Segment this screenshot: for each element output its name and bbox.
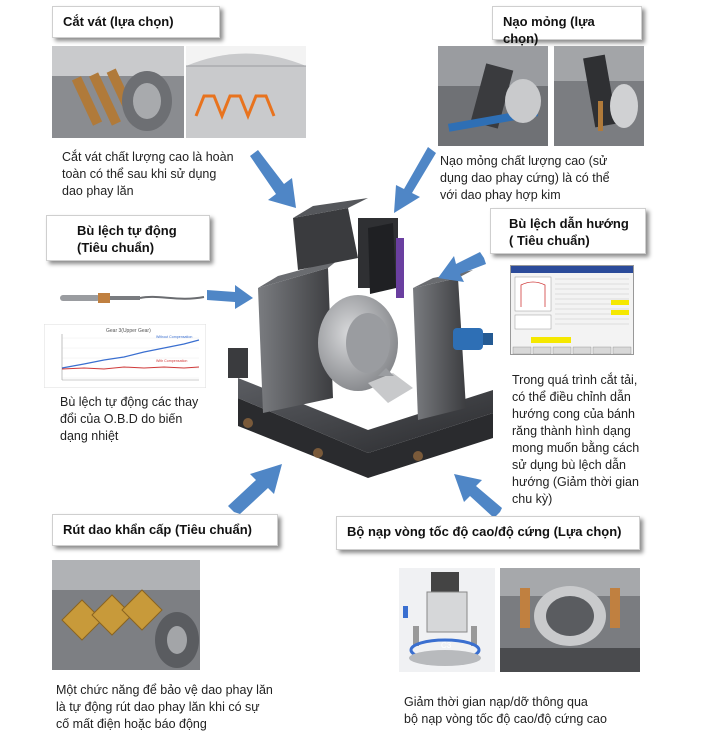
retract-description: Một chức năng để bảo vệ dao phay lăn là … (56, 682, 296, 733)
auto-comp-title: Bù lệch tự động (Tiêu chuẩn) (46, 215, 210, 261)
lead-compensation-screen (510, 265, 634, 355)
desc-line: cố mất điện hoặc báo động (56, 717, 207, 731)
desc-line: bộ nạp vòng tốc độ cao/độ cứng cao (404, 712, 607, 726)
desc-line: là tự động rút dao phay lăn khi có sự (56, 700, 260, 714)
desc-line: có thể điều chỉnh dẫn (512, 390, 631, 404)
skiving-photo-right (554, 46, 644, 146)
desc-line: toàn có thể sau khi sử dụng (62, 167, 217, 181)
retract-title: Rút dao khẩn cấp (Tiêu chuẩn) (52, 514, 278, 546)
lead-comp-description: Trong quá trình cắt tải, có thể điều chỉ… (512, 372, 692, 508)
desc-line: dao phay lăn (62, 184, 134, 198)
chamfering-gear-diagram (186, 46, 306, 138)
desc-line: Giảm thời gian nạp/dỡ thông qua (404, 695, 588, 709)
desc-line: Nạo mỏng chất lượng cao (sử (440, 154, 608, 168)
desc-line: sử dụng bù lệch dẫn (512, 458, 627, 472)
arrow-auto-comp (207, 285, 253, 309)
chamfering-title-text: Cắt vát (lựa chọn) (63, 14, 174, 29)
auto-comp-description: Bù lệch tự động các thay đổi của O.B.D d… (60, 394, 230, 445)
desc-line: chu kỳ) (512, 492, 553, 506)
desc-line: Một chức năng để bảo vệ dao phay lăn (56, 683, 273, 697)
graph-legend-a: Without Compensation (156, 335, 192, 339)
auto-comp-title-line: (Tiêu chuẩn) (77, 240, 155, 255)
chamfering-title: Cắt vát (lựa chọn) (52, 6, 220, 38)
skiving-title: Nạo mỏng (lựa chọn) (492, 6, 642, 46)
arrow-loader (454, 474, 502, 518)
arrow-retract (228, 464, 282, 514)
retract-title-text: Rút dao khẩn cấp (Tiêu chuẩn) (63, 522, 253, 537)
desc-line: hướng cong của bánh (512, 407, 635, 421)
arrow-skiving (394, 147, 436, 213)
screen-content (512, 276, 632, 355)
loader-title-text: Bộ nạp vòng tốc độ cao/độ cứng (Lựa chọn… (347, 524, 622, 539)
lead-comp-title: Bù lệch dẫn hướng ( Tiêu chuẩn) (490, 208, 646, 254)
ring-loader-photo (500, 568, 640, 672)
gear-hobbing-machine-illustration (228, 198, 493, 478)
desc-line: với dao phay hợp kim (440, 188, 561, 202)
lead-comp-title-line: ( Tiêu chuẩn) (509, 233, 590, 248)
desc-line: Trong quá trình cắt tải, (512, 373, 638, 387)
loader-label: C3 (441, 641, 452, 650)
desc-line: Bù lệch tự động các thay (60, 395, 199, 409)
lead-comp-title-line: Bù lệch dẫn hướng (509, 216, 629, 231)
desc-line: dụng dao phay cứng) là có thể (440, 171, 610, 185)
loader-description: Giảm thời gian nạp/dỡ thông qua bộ nạp v… (404, 694, 644, 728)
graph-title: Gear 3(Upper Gear) (106, 328, 151, 334)
desc-line: mong muốn bằng cách (512, 441, 640, 455)
screen-titlebar (511, 266, 633, 273)
arrow-lead-comp (438, 252, 486, 282)
arrow-chamfering (250, 150, 296, 208)
desc-line: Cắt vát chất lượng cao là hoàn (62, 150, 234, 164)
temperature-sensor-probe (60, 293, 205, 303)
obd-compensation-graph: Gear 3(Upper Gear) Without Compensation … (44, 324, 206, 388)
chamfering-description: Cắt vát chất lượng cao là hoàn toàn có t… (62, 149, 262, 200)
graph-legend-b: With Compensation (156, 359, 187, 363)
desc-line: răng thành hình dạng (512, 424, 631, 438)
ring-loader-diagram: C3 (399, 568, 495, 672)
skiving-title-text: Nạo mỏng (lựa chọn) (503, 14, 595, 46)
desc-line: đổi của O.B.D do biến (60, 412, 183, 426)
desc-line: hướng (Giảm thời gian (512, 475, 639, 489)
skiving-photo-left (438, 46, 548, 146)
chamfering-hob-photo (52, 46, 184, 138)
desc-line: dạng nhiệt (60, 429, 119, 443)
hob-cutter-photo (52, 560, 200, 670)
skiving-description: Nạo mỏng chất lượng cao (sử dụng dao pha… (440, 153, 640, 204)
auto-comp-title-line: Bù lệch tự động (77, 223, 177, 238)
loader-title: Bộ nạp vòng tốc độ cao/độ cứng (Lựa chọn… (336, 516, 640, 550)
